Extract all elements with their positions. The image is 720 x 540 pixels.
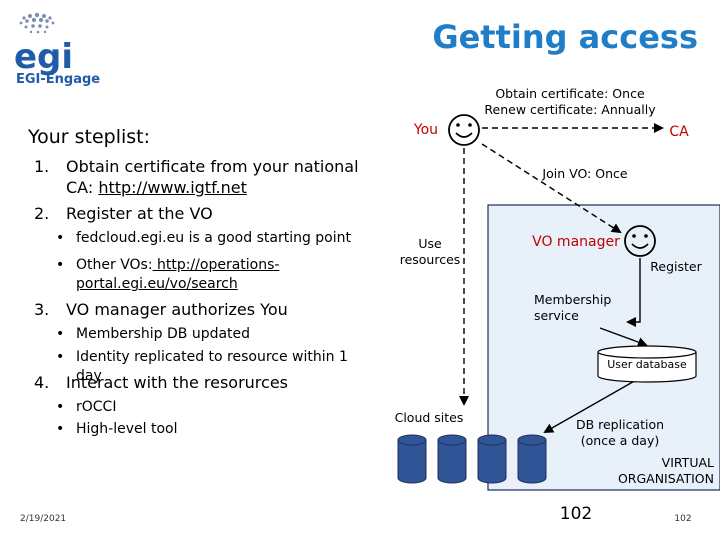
db-replication-arrow bbox=[543, 374, 646, 433]
step-number: 1. bbox=[34, 157, 50, 176]
slide-date: 2/19/2021 bbox=[20, 514, 67, 524]
step-text: Register at the VO bbox=[66, 204, 213, 223]
cloud-site-cylinder bbox=[397, 434, 427, 484]
bullet-text: rOCCI bbox=[76, 399, 117, 415]
you-label: You bbox=[413, 122, 439, 138]
use-resources-label: Use resources bbox=[399, 236, 461, 267]
vo-manager-label: VO manager bbox=[532, 234, 620, 250]
bullet-icon: • bbox=[56, 257, 65, 273]
igtf-link[interactable]: http://www.igtf.net bbox=[98, 178, 247, 197]
cloud-site-cylinder bbox=[437, 434, 467, 484]
cloud-site-cylinder bbox=[517, 434, 547, 484]
page-title: Getting access bbox=[432, 18, 698, 56]
you-to-vo-manager-arrow bbox=[481, 143, 622, 234]
user-database-cylinder bbox=[597, 345, 697, 383]
join-vo-label: Join VO: Once bbox=[542, 166, 628, 181]
slide-number: 102 bbox=[559, 504, 593, 524]
bullet-text: fedcloud.egi.eu is a good starting point bbox=[76, 230, 351, 246]
bullet-text: Identity replicated to resource within 1… bbox=[76, 349, 348, 384]
cloud-site-cylinder bbox=[477, 434, 507, 484]
you-smiley-icon bbox=[448, 114, 480, 146]
bullet-icon: • bbox=[56, 349, 65, 365]
logo-wordmark: egi bbox=[14, 37, 73, 77]
db-replication-label: DB replication (once a day) bbox=[575, 417, 665, 448]
slide-number-small: 102 bbox=[674, 514, 692, 524]
bullet-icon: • bbox=[56, 326, 65, 342]
bullet-text: Membership DB updated bbox=[76, 326, 251, 342]
register-arrow bbox=[626, 258, 641, 327]
membership-service-label: Membership service bbox=[534, 292, 612, 323]
step-number: 4. bbox=[34, 373, 50, 392]
steplist-heading: Your steplist: bbox=[28, 126, 151, 148]
user-database-label: User database bbox=[607, 358, 687, 371]
ca-label: CA bbox=[669, 124, 689, 140]
logo-subtitle: EGI-Engage bbox=[16, 72, 101, 87]
bullet-icon: • bbox=[56, 399, 65, 415]
operations-portal-link[interactable]: http://operations-portal.egi.eu/vo/searc… bbox=[76, 257, 280, 292]
cert-label-1: Obtain certificate: Once bbox=[495, 86, 645, 101]
membership-to-db-arrow bbox=[599, 327, 648, 347]
step-number: 3. bbox=[34, 300, 50, 319]
bullet-icon: • bbox=[56, 230, 65, 246]
vo-manager-smiley-icon bbox=[624, 225, 656, 257]
bullet-text: Other VOs: http://operations-portal.egi.… bbox=[76, 257, 280, 292]
step-text: Interact with the resorurces bbox=[66, 373, 289, 392]
step-number: 2. bbox=[34, 204, 50, 223]
cert-label-2: Renew certificate: Annually bbox=[484, 102, 656, 117]
step-text: VO manager authorizes You bbox=[66, 300, 288, 319]
step-text: Obtain certificate from your national CA… bbox=[66, 157, 359, 197]
register-label: Register bbox=[650, 259, 702, 274]
bullet-icon: • bbox=[56, 421, 65, 437]
virtual-organisation-label: VIRTUAL ORGANISATION bbox=[617, 455, 714, 486]
bullet-text: High-level tool bbox=[76, 421, 178, 437]
cloud-sites-label: Cloud sites bbox=[394, 410, 464, 425]
egi-logo: egi bbox=[14, 12, 73, 77]
